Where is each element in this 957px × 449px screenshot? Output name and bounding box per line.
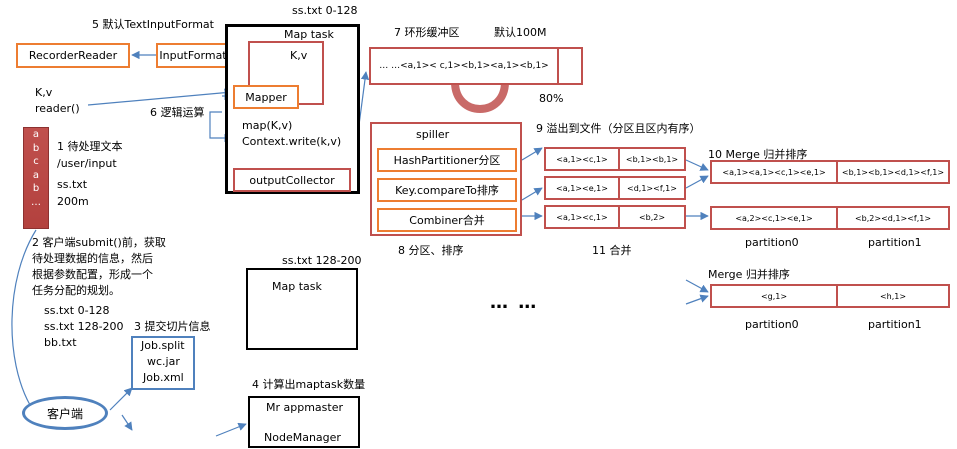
map-task-1-title: Map task [284,28,334,41]
file-char: … [31,196,41,208]
merge-row-2: <a,2><c,1><e,1> <b,2><d,1><f,1> [710,206,950,230]
hash-partitioner-box: HashPartitioner分区 [377,148,517,172]
ring-buffer-divider [557,49,559,83]
cell-divider [836,162,838,182]
spiller-box: spiller HashPartitioner分区 Key.compareTo排… [370,122,522,236]
map-function-label: map(K,v) [242,119,293,132]
context-write-label: Context.write(k,v) [242,135,342,148]
split-entry-1: ss.txt 0-128 [44,304,110,317]
step8-label: 8 分区、排序 [398,244,464,257]
split-entry-2: ss.txt 128-200 [44,320,124,333]
reader-label: reader() [35,102,80,115]
wc-jar-label: wc.jar [147,355,180,368]
step4-label: 4 计算出maptask数量 [252,378,366,391]
input-file-label: ss.txt [57,178,88,191]
step2-line2: 待处理数据的信息，然后 [32,252,153,265]
merge-cell: <a,1><a,1><c,1><e,1> [722,167,826,177]
cell-divider [618,149,620,169]
step2-line4: 任务分配的规划。 [32,284,120,297]
cell-divider [836,286,838,306]
spill-row-1: <a,1><c,1> <b,1><b,1> [544,147,686,171]
spill-cell: <a,1><e,1> [556,183,608,193]
mr-appmaster-box: Mr appmaster NodeManager [248,396,360,448]
file-char: c [33,156,39,167]
split-range-label-2: ss.txt 128-200 [282,254,362,267]
job-xml-label: Job.xml [143,371,184,384]
ellipsis-label: … … [490,292,539,313]
merge-cell: <b,1><b,1><d,1><f,1> [841,167,945,177]
map-task-2-title: Map task [272,280,322,293]
split-entry-3: bb.txt [44,336,77,349]
ring-buffer-content: … …<a,1>< c,1><b,1><a,1><b,1> [379,61,549,71]
step6-label: 6 逻辑运算 [150,106,205,119]
step2-line1: 2 客户端submit()前，获取 [32,236,166,249]
merge-cell: <b,2><d,1><f,1> [854,213,932,223]
recorder-reader-box: RecorderReader [16,43,130,68]
merge-cell: <a,2><c,1><e,1> [735,213,813,223]
key-compare-box: Key.compareTo排序 [377,178,517,202]
file-char: a [32,129,40,140]
file-char: b [32,183,40,194]
ring-buffer-box: … …<a,1>< c,1><b,1><a,1><b,1> [369,47,583,85]
input-size-label: 200m [57,195,89,208]
input-path-label: /user/input [57,157,117,170]
node-manager-label: NodeManager [264,431,341,444]
step10-label: 10 Merge 归并排序 [708,148,808,161]
cell-divider [618,178,620,198]
kv-label: K,v [35,86,53,99]
output-collector-box: outputCollector [233,168,351,192]
input-format-box: InputFormat [156,43,230,68]
cell-divider [836,208,838,228]
map-task-2-box: Map task [246,268,358,350]
file-char: b [32,142,40,154]
threshold-label: 80% [539,92,564,105]
step3-label: 3 提交切片信息 [134,320,211,333]
spill-cell: <d,1><f,1> [627,183,677,193]
spiller-label: spiller [416,128,450,141]
spill-cell: <b,2> [638,212,666,222]
step11-label: 11 合并 [592,244,632,257]
partition0-label-b: partition0 [745,318,799,331]
kv-inner-label: K,v [290,49,308,62]
buffer-size-label: 默认100M [494,26,547,39]
merge-row-3: <g,1> <h,1> [710,284,950,308]
combiner-box: Combiner合并 [377,208,517,232]
merge-label-2: Merge 归并排序 [708,268,790,281]
job-files-box: Job.split wc.jar Job.xml [131,336,195,390]
spill-row-2: <a,1><e,1> <d,1><f,1> [544,176,686,200]
partition0-label-a: partition0 [745,236,799,249]
step1-label: 1 待处理文本 [57,140,123,153]
step2-line3: 根据参数配置，形成一个 [32,268,153,281]
file-char: a [32,169,40,181]
spill-row-3: <a,1><c,1> <b,2> [544,205,686,229]
spill-cell: <b,1><b,1> [625,154,679,164]
merge-cell: <g,1> [760,291,788,301]
mapper-box: Mapper [233,85,299,109]
merge-row-1: <a,1><a,1><c,1><e,1> <b,1><b,1><d,1><f,1… [710,160,950,184]
map-task-1-box: Map task K,v Mapper map(K,v) Context.wri… [225,24,360,194]
input-file-strip: a b c a b … [23,127,49,229]
partition1-label-a: partition1 [868,236,922,249]
merge-cell: <h,1> [879,291,907,301]
job-split-label: Job.split [141,339,185,352]
cell-divider [618,207,620,227]
spill-cell: <a,1><c,1> [556,154,608,164]
client-node: 客户端 [22,396,108,430]
step7-label: 7 环形缓冲区 [394,26,460,39]
step5-label: 5 默认TextInputFormat [92,18,214,31]
split-range-label-1: ss.txt 0-128 [292,4,358,17]
spill-cell: <a,1><c,1> [556,212,608,222]
step9-label: 9 溢出到文件（分区且区内有序） [536,122,701,135]
mr-appmaster-label: Mr appmaster [266,401,344,414]
partition1-label-b: partition1 [868,318,922,331]
